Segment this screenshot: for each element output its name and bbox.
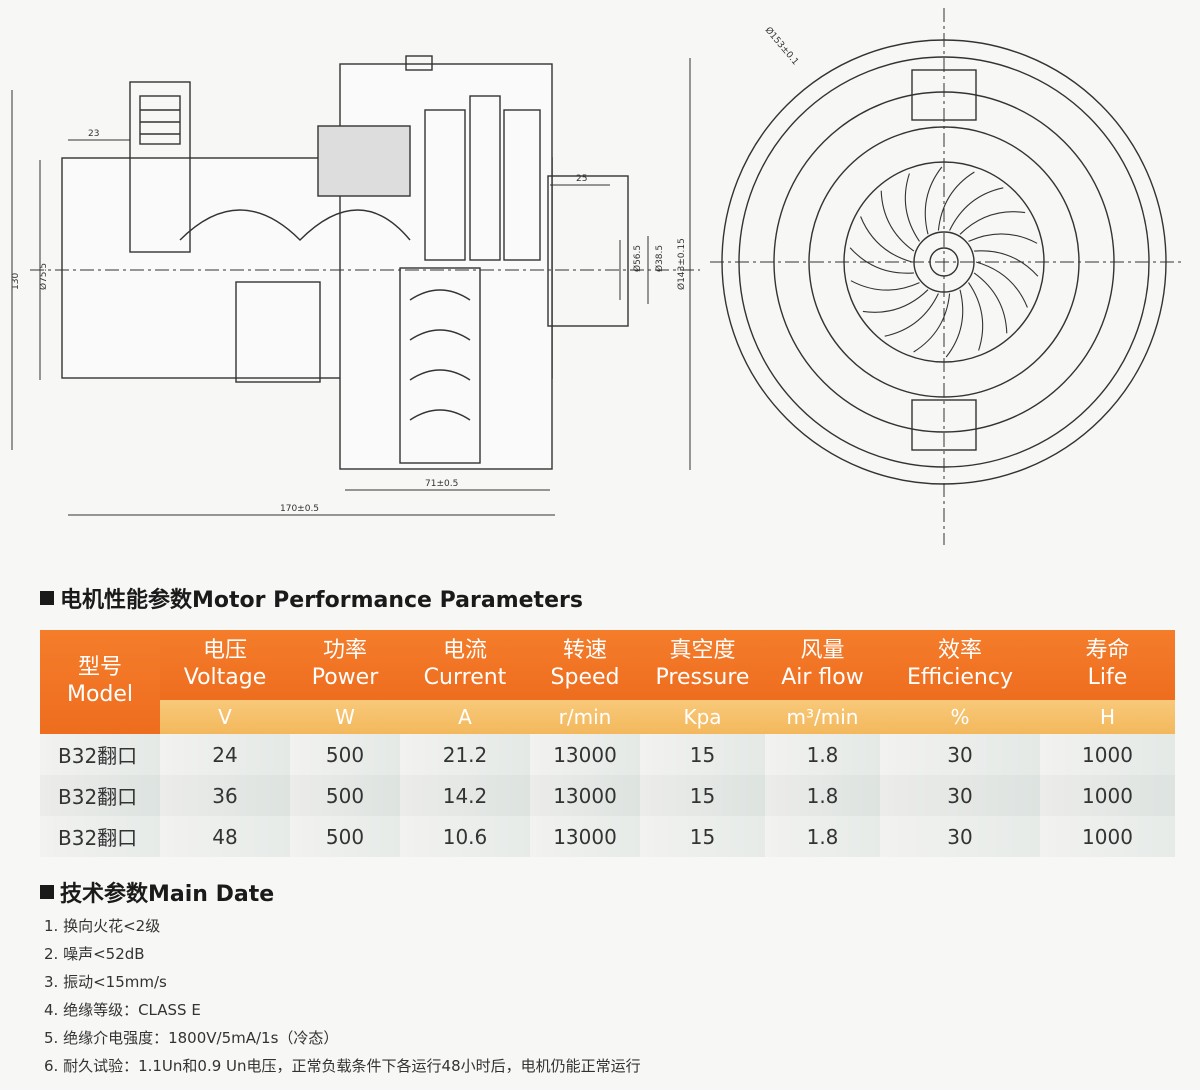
cell-power: 500: [290, 775, 400, 816]
unit-row: V W A r/min Kpa m³/min % H: [40, 700, 1175, 734]
cell-current: 21.2: [400, 734, 530, 775]
dim-bottom-outer: 170±0.5: [280, 504, 319, 514]
bullet-square-icon: [40, 591, 54, 605]
impeller-blade: [913, 293, 951, 353]
cell-speed: 13000: [530, 775, 640, 816]
unit-life: H: [1040, 700, 1175, 734]
impeller-blade: [884, 293, 939, 337]
impeller-blade: [924, 166, 943, 235]
cell-airflow: 1.8: [765, 816, 880, 857]
impeller-blade: [975, 261, 1028, 308]
impeller-blade: [850, 280, 920, 291]
cell-life: 1000: [1040, 816, 1175, 857]
unit-airflow: m³/min: [765, 700, 880, 734]
cell-voltage: 48: [160, 816, 290, 857]
dim-bottom-inner: 71±0.5: [425, 479, 458, 489]
dim-25: 25: [576, 174, 587, 184]
unit-pressure: Kpa: [640, 700, 765, 734]
cell-speed: 13000: [530, 734, 640, 775]
list-item: 2. 噪声<52dB: [44, 945, 145, 963]
cell-power: 500: [290, 816, 400, 857]
impeller-blade: [973, 272, 1008, 334]
unit-efficiency: %: [880, 700, 1040, 734]
list-item: 1. 换向火花<2级: [44, 917, 161, 935]
impeller-blade: [959, 211, 1026, 235]
impeller-blade: [880, 190, 915, 252]
list-item: 6. 耐久试验：1.1Un和0.9 Un电压，正常负载条件下各运行48小时后，电…: [44, 1057, 641, 1075]
cell-speed: 13000: [530, 816, 640, 857]
cell-airflow: 1.8: [765, 775, 880, 816]
main-data-title-text: 技术参数Main Date: [60, 882, 275, 907]
impeller-blade: [862, 289, 929, 313]
cell-voltage: 24: [160, 734, 290, 775]
dim-right-height: Ø143±0.15: [676, 238, 687, 290]
list-item: 4. 绝缘等级：CLASS E: [44, 1001, 201, 1019]
cell-life: 1000: [1040, 734, 1175, 775]
cell-model: B32翻口: [40, 816, 160, 857]
cell-pressure: 15: [640, 816, 765, 857]
impeller-blade: [937, 171, 975, 231]
dim-circle-dia: Ø153±0.1: [763, 25, 801, 67]
impeller-blade: [849, 247, 914, 274]
impeller-blade: [968, 233, 1038, 244]
list-item: 3. 振动<15mm/s: [44, 973, 167, 991]
cell-voltage: 36: [160, 775, 290, 816]
performance-title-text: 电机性能参数Motor Performance Parameters: [60, 588, 583, 613]
side-view-drawing: [11, 55, 700, 516]
cell-life: 1000: [1040, 775, 1175, 816]
table-row: B32翻口 24 500 21.2 13000 15 1.8 30 1000: [40, 734, 1175, 775]
unit-speed: r/min: [530, 700, 640, 734]
table-row: B32翻口 48 500 10.6 13000 15 1.8 30 1000: [40, 816, 1175, 857]
dim-right-dia2: Ø38.5: [654, 245, 665, 272]
motor-technical-drawing: 23 25 130 Ø75.5 Ø56.5 Ø38.5 Ø143±0.15 71…: [11, 8, 1185, 545]
cell-efficiency: 30: [880, 816, 1040, 857]
unit-current: A: [400, 700, 530, 734]
performance-section-title: 电机性能参数Motor Performance Parameters: [40, 582, 583, 614]
main-data-section-title: 技术参数Main Date: [40, 876, 274, 908]
impeller-blade: [860, 216, 913, 263]
front-view-drawing: [710, 8, 1185, 545]
impeller-blade: [949, 187, 1004, 231]
unit-power: W: [290, 700, 400, 734]
cell-model: B32翻口: [40, 775, 160, 816]
dim-left-dia: Ø75.5: [38, 263, 49, 290]
cell-efficiency: 30: [880, 775, 1040, 816]
main-data-list: 1. 换向火花<2级 2. 噪声<52dB 3. 振动<15mm/s 4. 绝缘…: [44, 912, 641, 1080]
dim-right-dia1: Ø56.5: [632, 245, 643, 272]
impeller-blade: [945, 289, 964, 358]
cell-power: 500: [290, 734, 400, 775]
bullet-square-icon: [40, 885, 54, 899]
cell-current: 10.6: [400, 816, 530, 857]
impeller-blade: [904, 173, 920, 242]
cell-pressure: 15: [640, 734, 765, 775]
unit-voltage: V: [160, 700, 290, 734]
table-row: B32翻口 36 500 14.2 13000 15 1.8 30 1000: [40, 775, 1175, 816]
list-item: 5. 绝缘介电强度：1800V/5mA/1s（冷态）: [44, 1029, 339, 1047]
cell-model: B32翻口: [40, 734, 160, 775]
impeller-blade: [974, 250, 1039, 277]
dim-23: 23: [88, 129, 99, 139]
cell-efficiency: 30: [880, 734, 1040, 775]
cell-airflow: 1.8: [765, 734, 880, 775]
dim-left-height: 130: [11, 273, 21, 290]
impeller-blade: [968, 282, 984, 351]
cell-pressure: 15: [640, 775, 765, 816]
cell-current: 14.2: [400, 775, 530, 816]
